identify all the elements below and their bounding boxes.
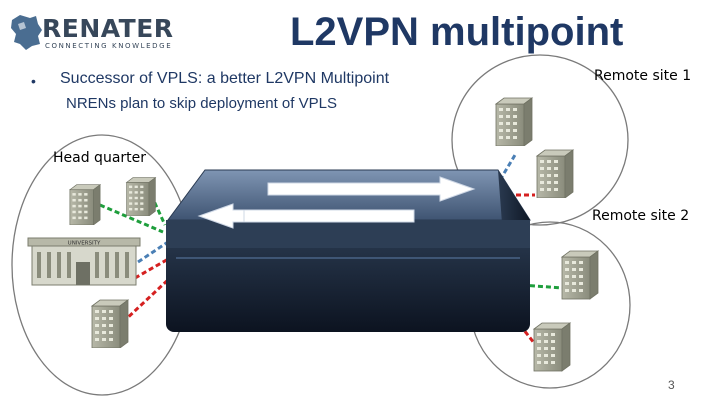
l2vpn-switch — [166, 170, 530, 332]
remote1-building-2 — [537, 150, 573, 198]
university-building: UNIVERSITY — [28, 238, 140, 285]
remote2-building-2 — [534, 323, 570, 371]
hq-link-blue — [138, 242, 168, 262]
page-number: 3 — [668, 378, 675, 392]
remote-site-2-label: Remote site 2 — [592, 208, 689, 224]
remote2-building-1 — [562, 251, 598, 299]
head-quarter-label: Head quarter — [53, 150, 146, 166]
university-sign: UNIVERSITY — [68, 241, 101, 247]
hq-building-3 — [92, 300, 128, 348]
hq-building-1 — [70, 185, 100, 225]
remote-site-1-label: Remote site 1 — [594, 68, 691, 84]
hq-building-2 — [127, 178, 156, 216]
remote1-building-1 — [496, 98, 532, 146]
